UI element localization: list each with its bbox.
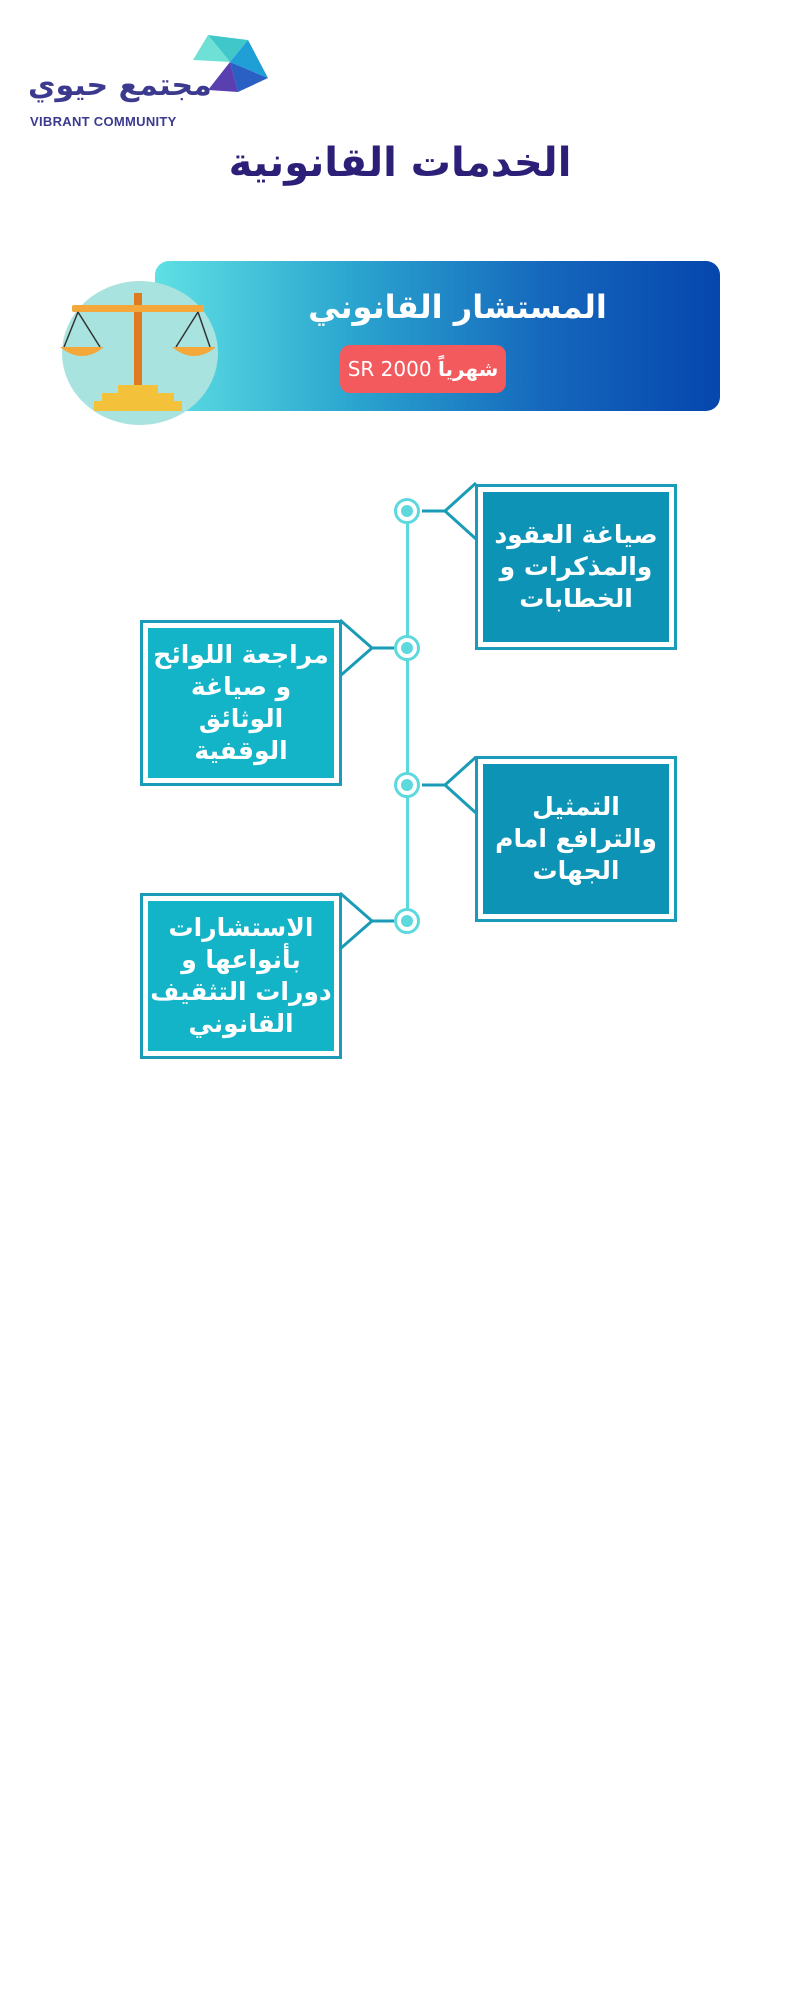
logo-arabic-text: مجتمع حيوي [28,68,212,103]
timeline-node [394,498,420,524]
service-label: مراجعة اللوائح و صياغة الوثائق الوقفية [148,628,334,778]
service-box-regulations: مراجعة اللوائح و صياغة الوثائق الوقفية [140,620,342,786]
page-title: الخدمات القانونية [228,140,572,186]
timeline-node [394,772,420,798]
timeline-line [406,510,409,922]
service-label: الاستشارات بأنواعها و دورات التثقيف القا… [148,901,334,1051]
price-value: 2000 SR [347,357,432,381]
price-badge: شهرياً 2000 SR [340,345,506,393]
brand-logo: مجتمع حيوي VIBRANT COMMUNITY [28,30,268,130]
service-label: صياغة العقود والمذكرات و الخطابات [483,492,669,642]
timeline-connectors [339,481,478,815]
service-box-contracts: صياغة العقود والمذكرات و الخطابات [475,484,677,650]
timeline-node [394,635,420,661]
service-label: التمثيل والترافع امام الجهات [483,764,669,914]
star-logo-icon [193,35,268,92]
scales-of-justice-icon [58,275,218,430]
price-period: شهرياً [437,357,499,381]
banner-title: المستشار القانوني [308,288,607,326]
service-box-representation: التمثيل والترافع امام الجهات [475,756,677,922]
timeline-connector-4 [339,891,394,951]
service-box-consultations: الاستشارات بأنواعها و دورات التثقيف القا… [140,893,342,1059]
timeline-node [394,908,420,934]
logo-english-text: VIBRANT COMMUNITY [30,114,177,129]
